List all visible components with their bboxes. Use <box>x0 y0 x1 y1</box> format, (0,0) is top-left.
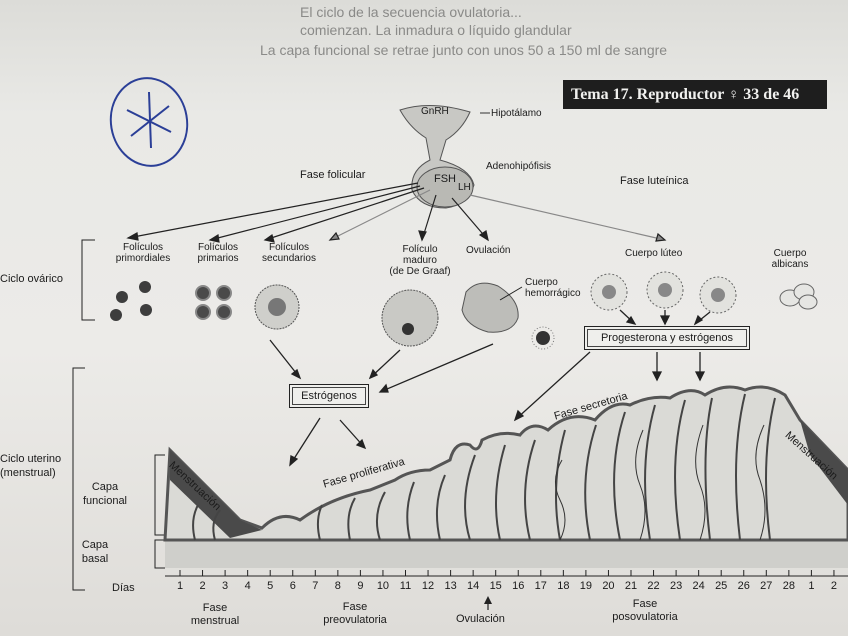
uterine-bracket <box>72 367 85 591</box>
day-number: 28 <box>782 580 795 592</box>
hipotalamo-label: Hipotálamo <box>491 108 542 119</box>
estrogenos-box-label: Estrógenos <box>292 387 366 405</box>
primary-follicles <box>195 285 232 320</box>
handwritten-asterisk-mark <box>109 77 189 167</box>
day-number: 12 <box>421 580 435 592</box>
stage-label-cuerpo-luteo: Cuerpo lúteo <box>625 248 683 259</box>
pituitary-gland-drawing <box>399 104 490 209</box>
day-number: 15 <box>489 580 502 592</box>
day-number: 26 <box>737 580 750 592</box>
progesterona-box: Progesterona y estrógenos <box>584 326 750 350</box>
day-number: 5 <box>267 580 274 592</box>
cuerpo-hemorragico-label: Cuerpo hemorrágico <box>525 277 581 299</box>
ovulation-follicle <box>461 282 555 350</box>
dias-label: Días <box>112 582 135 594</box>
day-number: 8 <box>334 580 341 592</box>
spiral-arteries <box>555 424 766 541</box>
day-number: 18 <box>557 580 570 592</box>
topic-title: Tema 17. Reproductor <box>571 86 725 103</box>
fase-luteinica-label: Fase luteínica <box>620 175 689 187</box>
day-axis-ticks <box>179 570 835 576</box>
day-number: 10 <box>376 580 390 592</box>
estrogen-arrows <box>269 339 494 467</box>
estrogenos-box: Estrógenos <box>289 384 369 408</box>
ciclo-ovarico-label: Ciclo ovárico <box>0 273 63 285</box>
day-number: 7 <box>312 580 319 592</box>
ovarian-bracket <box>81 239 95 321</box>
day-number: 14 <box>467 580 480 592</box>
day-number: 2 <box>830 580 837 592</box>
day-number: 22 <box>647 580 660 592</box>
bleed-line-3: La capa funcional se retrae junto con un… <box>260 42 668 58</box>
adenohipofisis-label: Adenohipófisis <box>486 161 552 172</box>
day-number: 21 <box>624 580 638 592</box>
hemorrhagic-pointer <box>499 286 523 301</box>
endometrium-profile <box>163 385 848 542</box>
ovulacion-day-label: Ovulación <box>456 613 505 625</box>
fase-posovulatoria-label: Fase posovulatoria <box>612 598 678 623</box>
capa-funcional-label: Capa funcional <box>82 481 128 507</box>
day-number: 23 <box>669 580 683 592</box>
day-number: 4 <box>244 580 251 592</box>
stage-label-secundarios: Folículos secundarios <box>262 242 316 264</box>
day-number: 2 <box>199 580 206 592</box>
fase-preovulatoria-label: Fase preovulatoria <box>323 601 387 626</box>
stage-label-ovulacion: Ovulación <box>466 245 511 256</box>
day-number: 11 <box>399 580 412 592</box>
day-number: 27 <box>760 580 773 592</box>
mature-follicle <box>381 289 439 347</box>
day-number: 24 <box>692 580 705 592</box>
day-number: 19 <box>579 580 593 592</box>
capa-basal-bracket <box>154 539 165 569</box>
endometrial-glands <box>192 393 776 541</box>
day-number: 1 <box>808 580 815 592</box>
bleed-line-2: comienzan. La inmadura o líquido glandul… <box>300 22 572 38</box>
secondary-follicle <box>254 284 300 330</box>
stage-label-maduro: Folículo maduro (de De Graaf) <box>389 244 451 277</box>
stage-label-cuerpo-albicans: Cuerpo albicans <box>771 248 809 270</box>
stage-label-primarios: Folículos primarios <box>197 242 239 264</box>
progesterone-arrows <box>513 309 711 422</box>
menstruation-wedge-left <box>170 450 262 538</box>
day-number: 9 <box>357 580 364 592</box>
capa-funcional-bracket <box>154 454 165 536</box>
female-symbol: ♀ <box>728 87 740 103</box>
day-number: 17 <box>534 580 547 592</box>
day-number: 6 <box>289 580 296 592</box>
capa-basal-label: Capa basal <box>81 539 109 565</box>
day-number: 25 <box>715 580 728 592</box>
day-number: 3 <box>222 580 229 592</box>
fsh-label: FSH <box>434 173 456 185</box>
bleed-line-1: El ciclo de la secuencia ovulatoria... <box>300 4 522 20</box>
hormone-arrows <box>126 182 667 243</box>
progesterona-box-label: Progesterona y estrógenos <box>587 329 747 347</box>
fase-menstrual-label: Fase menstrual <box>190 602 240 627</box>
fase-folicular-label: Fase folicular <box>300 169 366 181</box>
basal-layer-band <box>165 538 848 568</box>
ovulation-day-arrow <box>484 596 492 610</box>
corpus-luteum-centers <box>602 283 725 302</box>
day-number: 20 <box>602 580 615 592</box>
corpus-albicans <box>779 283 818 310</box>
ciclo-uterino-label: Ciclo uterino (menstrual) <box>0 453 62 479</box>
primordial-follicles <box>110 281 152 321</box>
day-number: 16 <box>512 580 525 592</box>
page-indicator: 33 de 46 <box>743 86 800 103</box>
day-number: 13 <box>444 580 457 592</box>
lh-label: LH <box>458 182 471 193</box>
day-number: 1 <box>176 580 184 592</box>
stage-label-primordiales: Folículos primordiales <box>115 242 171 264</box>
topic-banner: Tema 17. Reproductor ♀ 33 de 46 <box>563 80 827 109</box>
menstruation-wedge-right <box>800 420 848 505</box>
gnrh-label: GnRH <box>421 106 449 117</box>
